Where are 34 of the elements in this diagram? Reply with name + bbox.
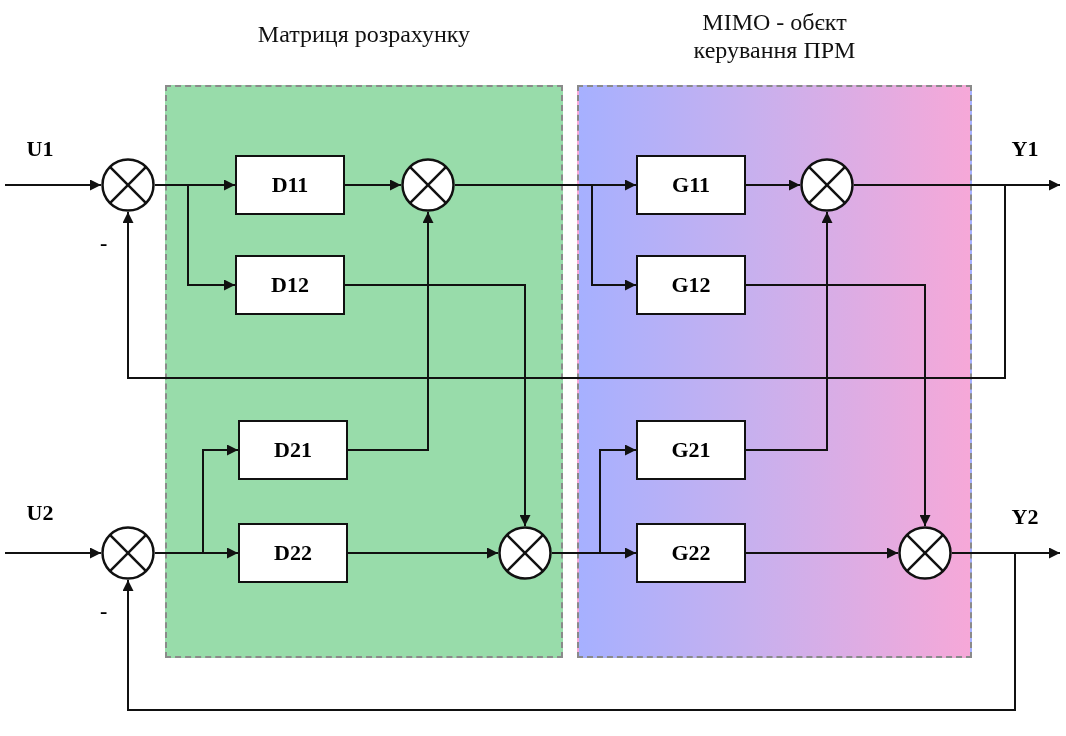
transfer-block: D21 bbox=[238, 420, 348, 480]
arrow bbox=[122, 184, 1006, 379]
arrow bbox=[4, 547, 102, 559]
group-title: MIMO - обєкт керування ПРМ bbox=[692, 8, 857, 64]
transfer-block: D11 bbox=[235, 155, 345, 215]
minus-sign: - bbox=[100, 230, 108, 256]
signal-label: U2 bbox=[26, 500, 54, 526]
summing-junction bbox=[498, 526, 552, 580]
summing-junction bbox=[898, 526, 952, 580]
transfer-block: D22 bbox=[238, 523, 348, 583]
summing-junction bbox=[101, 526, 155, 580]
transfer-block: G11 bbox=[636, 155, 746, 215]
arrow bbox=[344, 179, 402, 191]
summing-junction bbox=[401, 158, 455, 212]
transfer-block: D12 bbox=[235, 255, 345, 315]
transfer-block: G22 bbox=[636, 523, 746, 583]
signal-label: U1 bbox=[26, 136, 54, 162]
arrow bbox=[745, 284, 931, 527]
transfer-block: G12 bbox=[636, 255, 746, 315]
arrow bbox=[745, 547, 899, 559]
arrow bbox=[347, 547, 499, 559]
arrow bbox=[344, 284, 531, 527]
minus-sign: - bbox=[100, 598, 108, 624]
arrow bbox=[347, 211, 434, 451]
signal-label: Y2 bbox=[1011, 504, 1039, 530]
summing-junction bbox=[101, 158, 155, 212]
arrow bbox=[745, 179, 801, 191]
group-title: Матриця розрахунку bbox=[256, 20, 472, 48]
arrow bbox=[745, 211, 833, 451]
summing-junction bbox=[800, 158, 854, 212]
arrow bbox=[122, 552, 1016, 711]
transfer-block: G21 bbox=[636, 420, 746, 480]
signal-label: Y1 bbox=[1011, 136, 1039, 162]
arrow bbox=[4, 179, 102, 191]
